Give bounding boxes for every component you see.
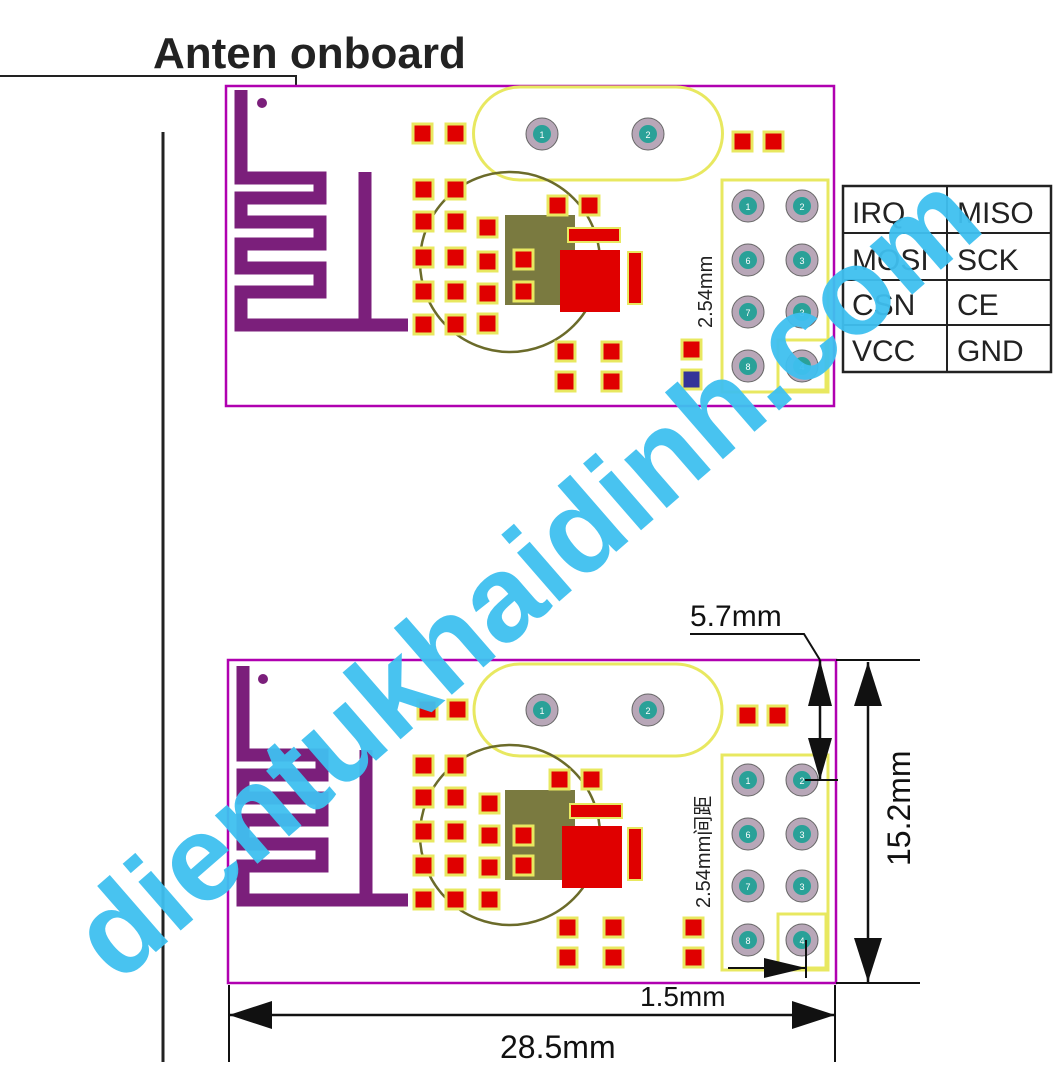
rf-chip-bottom — [562, 826, 622, 888]
pin-header-top: 1 2 6 3 7 3 8 4 — [720, 178, 830, 394]
dim-arrowhead — [854, 662, 882, 706]
header-pin-label: 2 — [799, 776, 804, 786]
crystal-pin-label: 1 — [539, 706, 544, 716]
pad-group-bottom — [412, 698, 789, 969]
header-pin-label: 2 — [799, 202, 804, 212]
crystal-bottom: 1 2 — [472, 662, 724, 758]
dim-width-label: 28.5mm — [500, 1029, 616, 1062]
crystal-pin-label: 1 — [539, 130, 544, 140]
crystal-top: 1 2 — [472, 85, 724, 182]
dim-edge-offset-label: 1.5mm — [640, 981, 726, 1012]
dim-height-label: 15.2mm — [881, 750, 917, 866]
pin-name: CSN — [852, 289, 915, 322]
dim-arrowhead — [229, 1001, 272, 1029]
fiducial-dot-bottom — [258, 674, 268, 684]
pad-group-top — [411, 122, 785, 393]
antenna-trace-top — [234, 90, 408, 332]
header-pin-label: 7 — [745, 308, 750, 318]
dim-arrowhead — [808, 660, 832, 706]
crystal-pin-label: 2 — [645, 130, 650, 140]
header-pin-label: 3 — [799, 830, 804, 840]
header-pin-label: 3 — [799, 882, 804, 892]
module-board-bottom: 1 2 — [226, 658, 838, 985]
pitch-label-top: 2.54mm — [695, 256, 717, 328]
header-pin-label: 1 — [745, 776, 750, 786]
header-pin-label: 7 — [745, 882, 750, 892]
pitch-label-bottom: 2.54mm间距 — [692, 796, 715, 908]
module-board-top: 1 2 — [224, 84, 836, 408]
diagram-title: Anten onboard — [153, 29, 466, 78]
pin-header-bottom: 1 2 6 3 7 3 8 4 — [720, 753, 830, 972]
antenna-trace-bottom — [236, 666, 408, 907]
header-pin-label: 8 — [745, 362, 750, 372]
header-pin-label: 8 — [745, 936, 750, 946]
crystal-pin-label: 2 — [645, 706, 650, 716]
header-pin-label: 3 — [799, 256, 804, 266]
header-pin-label: 1 — [745, 202, 750, 212]
pin-table: IRQ MISO MOSI SCK CSN CE VCC GND — [841, 184, 1053, 374]
dim-pin-offset-label: 5.7mm — [690, 600, 782, 633]
fiducial-dot-top — [257, 98, 267, 108]
dim-arrowhead — [764, 958, 806, 978]
dim-arrowhead — [808, 738, 832, 780]
dim-arrowhead — [854, 938, 882, 982]
pin-name: SCK — [957, 244, 1019, 277]
pin-name: MISO — [957, 197, 1034, 230]
pin-name: IRQ — [852, 197, 905, 230]
dimension-lines: 5.7mm 15.2mm 1.5mm 28.5mm — [228, 600, 920, 1065]
header-pin-label: 6 — [745, 256, 750, 266]
pin-name: CE — [957, 289, 999, 322]
pin-name: VCC — [852, 335, 915, 368]
header-pin-label: 4 — [799, 362, 804, 372]
header-pin-label: 4 — [799, 936, 804, 946]
dim-arrowhead — [792, 1001, 835, 1029]
pin-name: MOSI — [852, 244, 929, 277]
pin-name: GND — [957, 335, 1024, 368]
rf-chip-top — [560, 250, 620, 312]
header-pin-label: 3 — [799, 308, 804, 318]
header-pin-label: 6 — [745, 830, 750, 840]
